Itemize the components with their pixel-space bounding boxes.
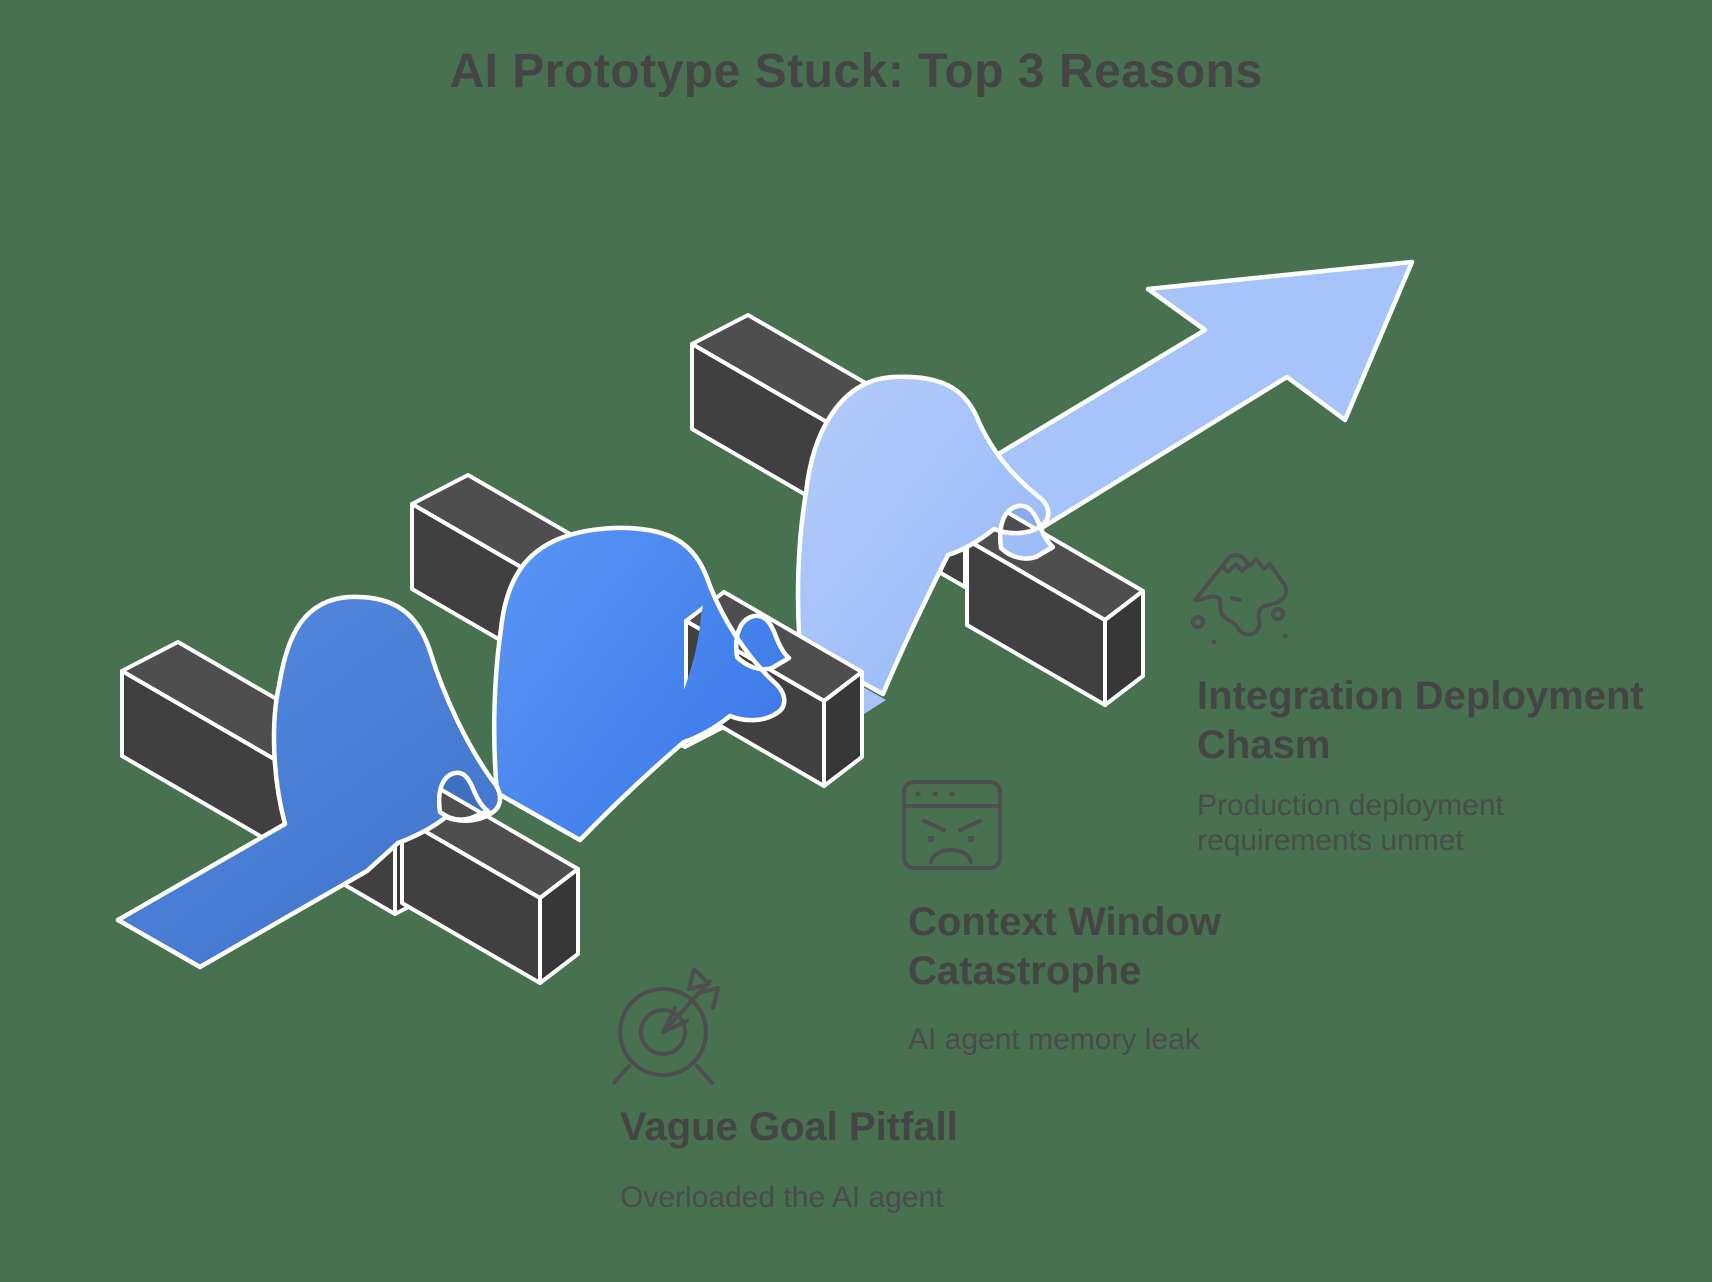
reason-2-heading: Context Window Catastrophe [908,898,1221,996]
growth-arrow [982,259,1415,548]
reason-2-description: AI agent memory leak [908,1022,1200,1057]
ribbon-hill-1 [118,596,501,967]
reason-3-description-line: Production deployment [1197,789,1504,822]
reason-1-description: Overloaded the AI agent [620,1180,944,1215]
ribbon-fold-2 [670,591,789,742]
ribbon-hill-1-outline [115,594,503,970]
reason-2-heading-line: Catastrophe [908,949,1142,993]
angry-browser-icon [900,778,1004,872]
mountain-landslide-icon [1188,542,1294,650]
reason-1-heading-line: Vague Goal Pitfall [620,1105,958,1149]
reason-3-heading-line: Integration Deployment [1197,674,1644,718]
ribbon-fold-3 [935,438,1053,559]
reason-3-heading: Integration Deployment Chasm [1197,672,1644,770]
reason-2-description-line: AI agent memory leak [908,1023,1200,1056]
reason-3-description-line: requirements unmet [1197,824,1464,857]
reason-1-description-line: Overloaded the AI agent [620,1181,944,1214]
target-dart-icon [605,968,725,1090]
reason-2-heading-line: Context Window [908,900,1221,944]
reason-3-heading-line: Chasm [1197,723,1331,767]
reason-3-description: Production deployment requirements unmet [1197,788,1504,858]
ribbon-hill-3-outline [795,374,1056,697]
reason-1-heading: Vague Goal Pitfall [620,1103,958,1152]
page-title: AI Prototype Stuck: Top 3 Reasons [449,45,1263,98]
ribbon-hill-2-outline [491,525,792,843]
block-3-front [965,509,1145,707]
